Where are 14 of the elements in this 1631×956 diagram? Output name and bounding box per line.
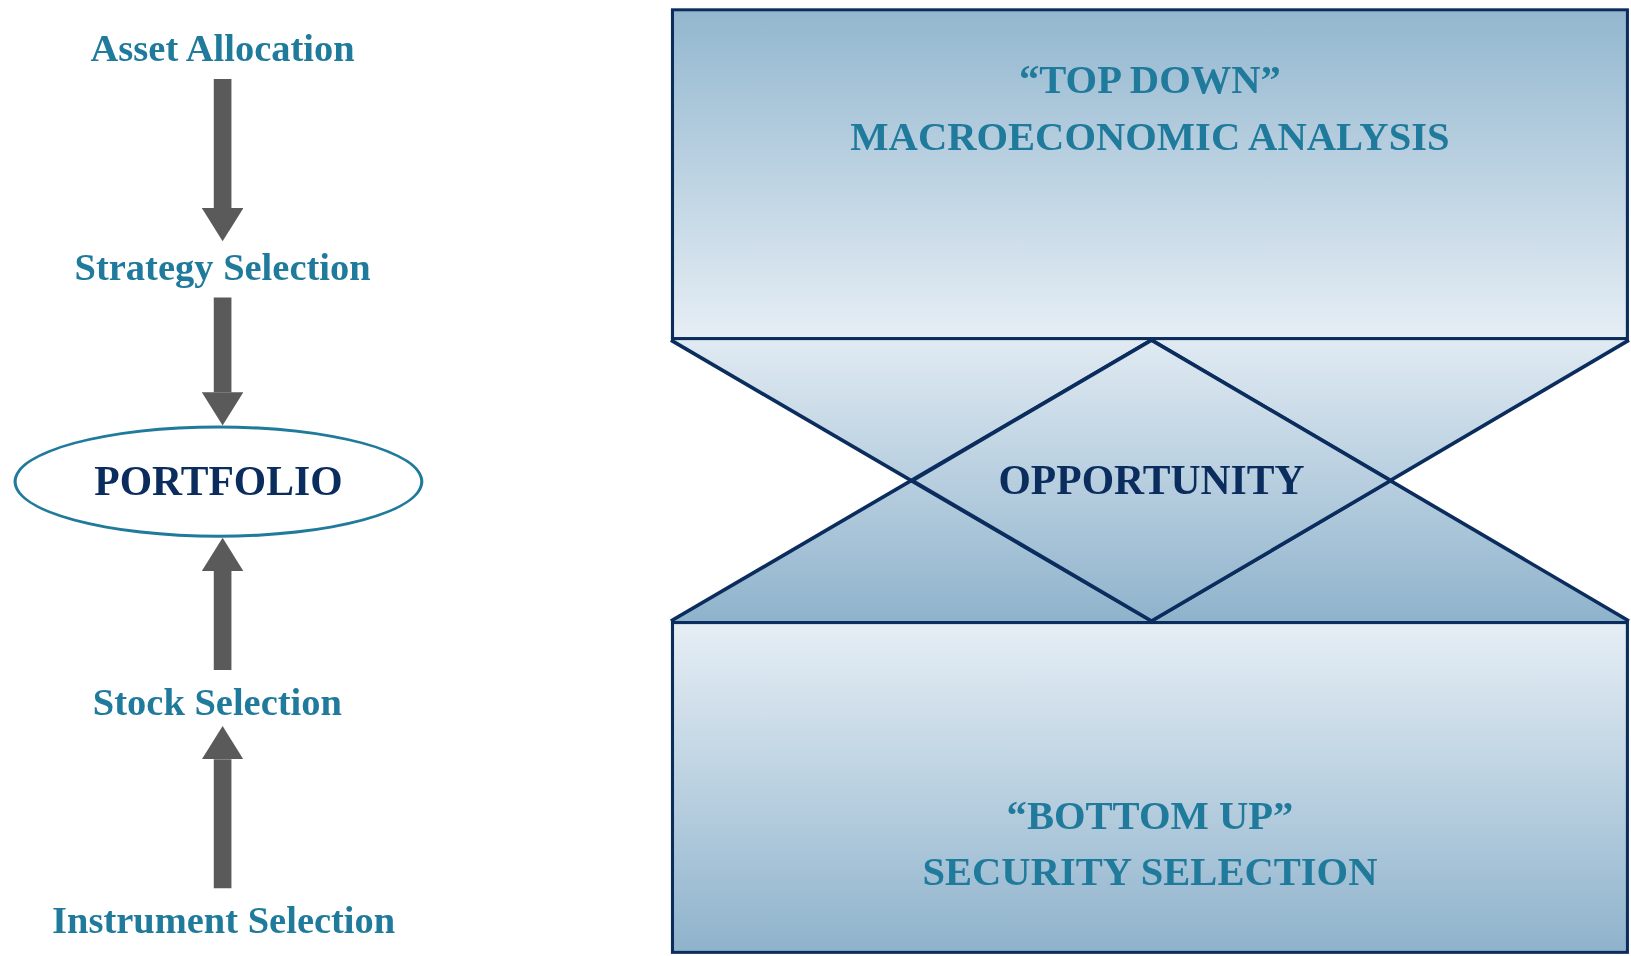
ellipse-label: PORTFOLIO bbox=[94, 456, 343, 507]
block-arrow bbox=[201, 297, 244, 426]
panel-heading: MACROECONOMIC ANALYSIS bbox=[850, 111, 1450, 160]
panel-heading: “TOP DOWN” bbox=[1019, 55, 1281, 103]
step-label: Stock Selection bbox=[14, 676, 421, 727]
block-arrow bbox=[201, 537, 244, 670]
step-label: Asset Allocation bbox=[14, 22, 431, 73]
panel-heading: “BOTTOM UP” bbox=[1006, 791, 1294, 840]
block-arrow bbox=[201, 79, 244, 242]
panel-heading: SECURITY SELECTION bbox=[922, 848, 1378, 896]
step-label: Instrument Selection bbox=[0, 894, 448, 945]
diamond-label: OPPORTUNITY bbox=[998, 455, 1305, 506]
step-label: Strategy Selection bbox=[14, 241, 431, 292]
block-arrow bbox=[201, 726, 244, 889]
